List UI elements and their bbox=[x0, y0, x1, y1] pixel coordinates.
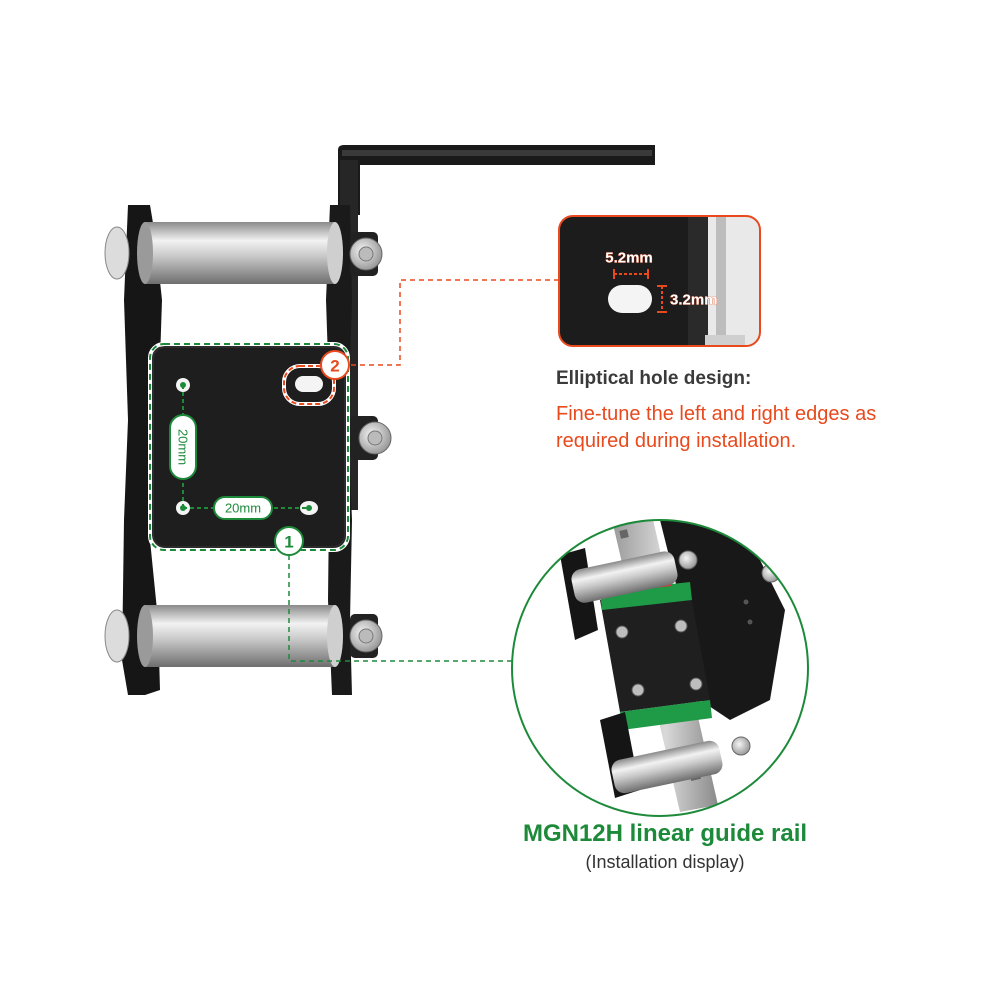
zoom-inset: 5.2mm 3.2mm bbox=[558, 215, 761, 347]
left-cap-top bbox=[104, 226, 130, 280]
back-plate bbox=[660, 520, 785, 720]
callout-2-number: 2 bbox=[330, 357, 339, 376]
horizontal-dimension-label: 20mm bbox=[225, 501, 261, 516]
callout-1-number: 1 bbox=[284, 533, 293, 552]
callout-2-badge: 2 bbox=[320, 350, 350, 380]
rail-title: MGN12H linear guide rail bbox=[522, 820, 808, 847]
vertical-dimension-label: 20mm bbox=[176, 429, 191, 465]
elliptical-hole-title: Elliptical hole design: bbox=[556, 368, 752, 389]
top-roller bbox=[137, 222, 343, 284]
l-bracket-arm bbox=[338, 145, 655, 215]
nut-middle bbox=[350, 416, 392, 460]
mounting-plate bbox=[153, 347, 345, 547]
elliptical-description-line-1: Fine-tune the left and right edges as bbox=[556, 403, 877, 425]
bottom-roller bbox=[137, 605, 343, 667]
elliptical-hole bbox=[295, 376, 323, 392]
elliptical-description-line-2: required during installation. bbox=[556, 430, 797, 452]
hole-height-label: 3.2mm bbox=[670, 292, 718, 309]
hole-width-label: 5.2mm bbox=[605, 250, 653, 267]
nut-top bbox=[349, 232, 383, 276]
main-bracket: 20mm 20mm bbox=[104, 145, 655, 695]
nut-bottom bbox=[349, 614, 383, 658]
left-cap-bottom bbox=[104, 609, 130, 663]
callout-1-badge: 1 bbox=[274, 526, 304, 556]
callout-leaders bbox=[288, 279, 558, 662]
zoom-elliptical-hole bbox=[608, 285, 652, 313]
rail-subtitle: (Installation display) bbox=[585, 852, 745, 872]
installation-display-circle bbox=[511, 519, 809, 817]
left-side-plate bbox=[122, 205, 162, 695]
